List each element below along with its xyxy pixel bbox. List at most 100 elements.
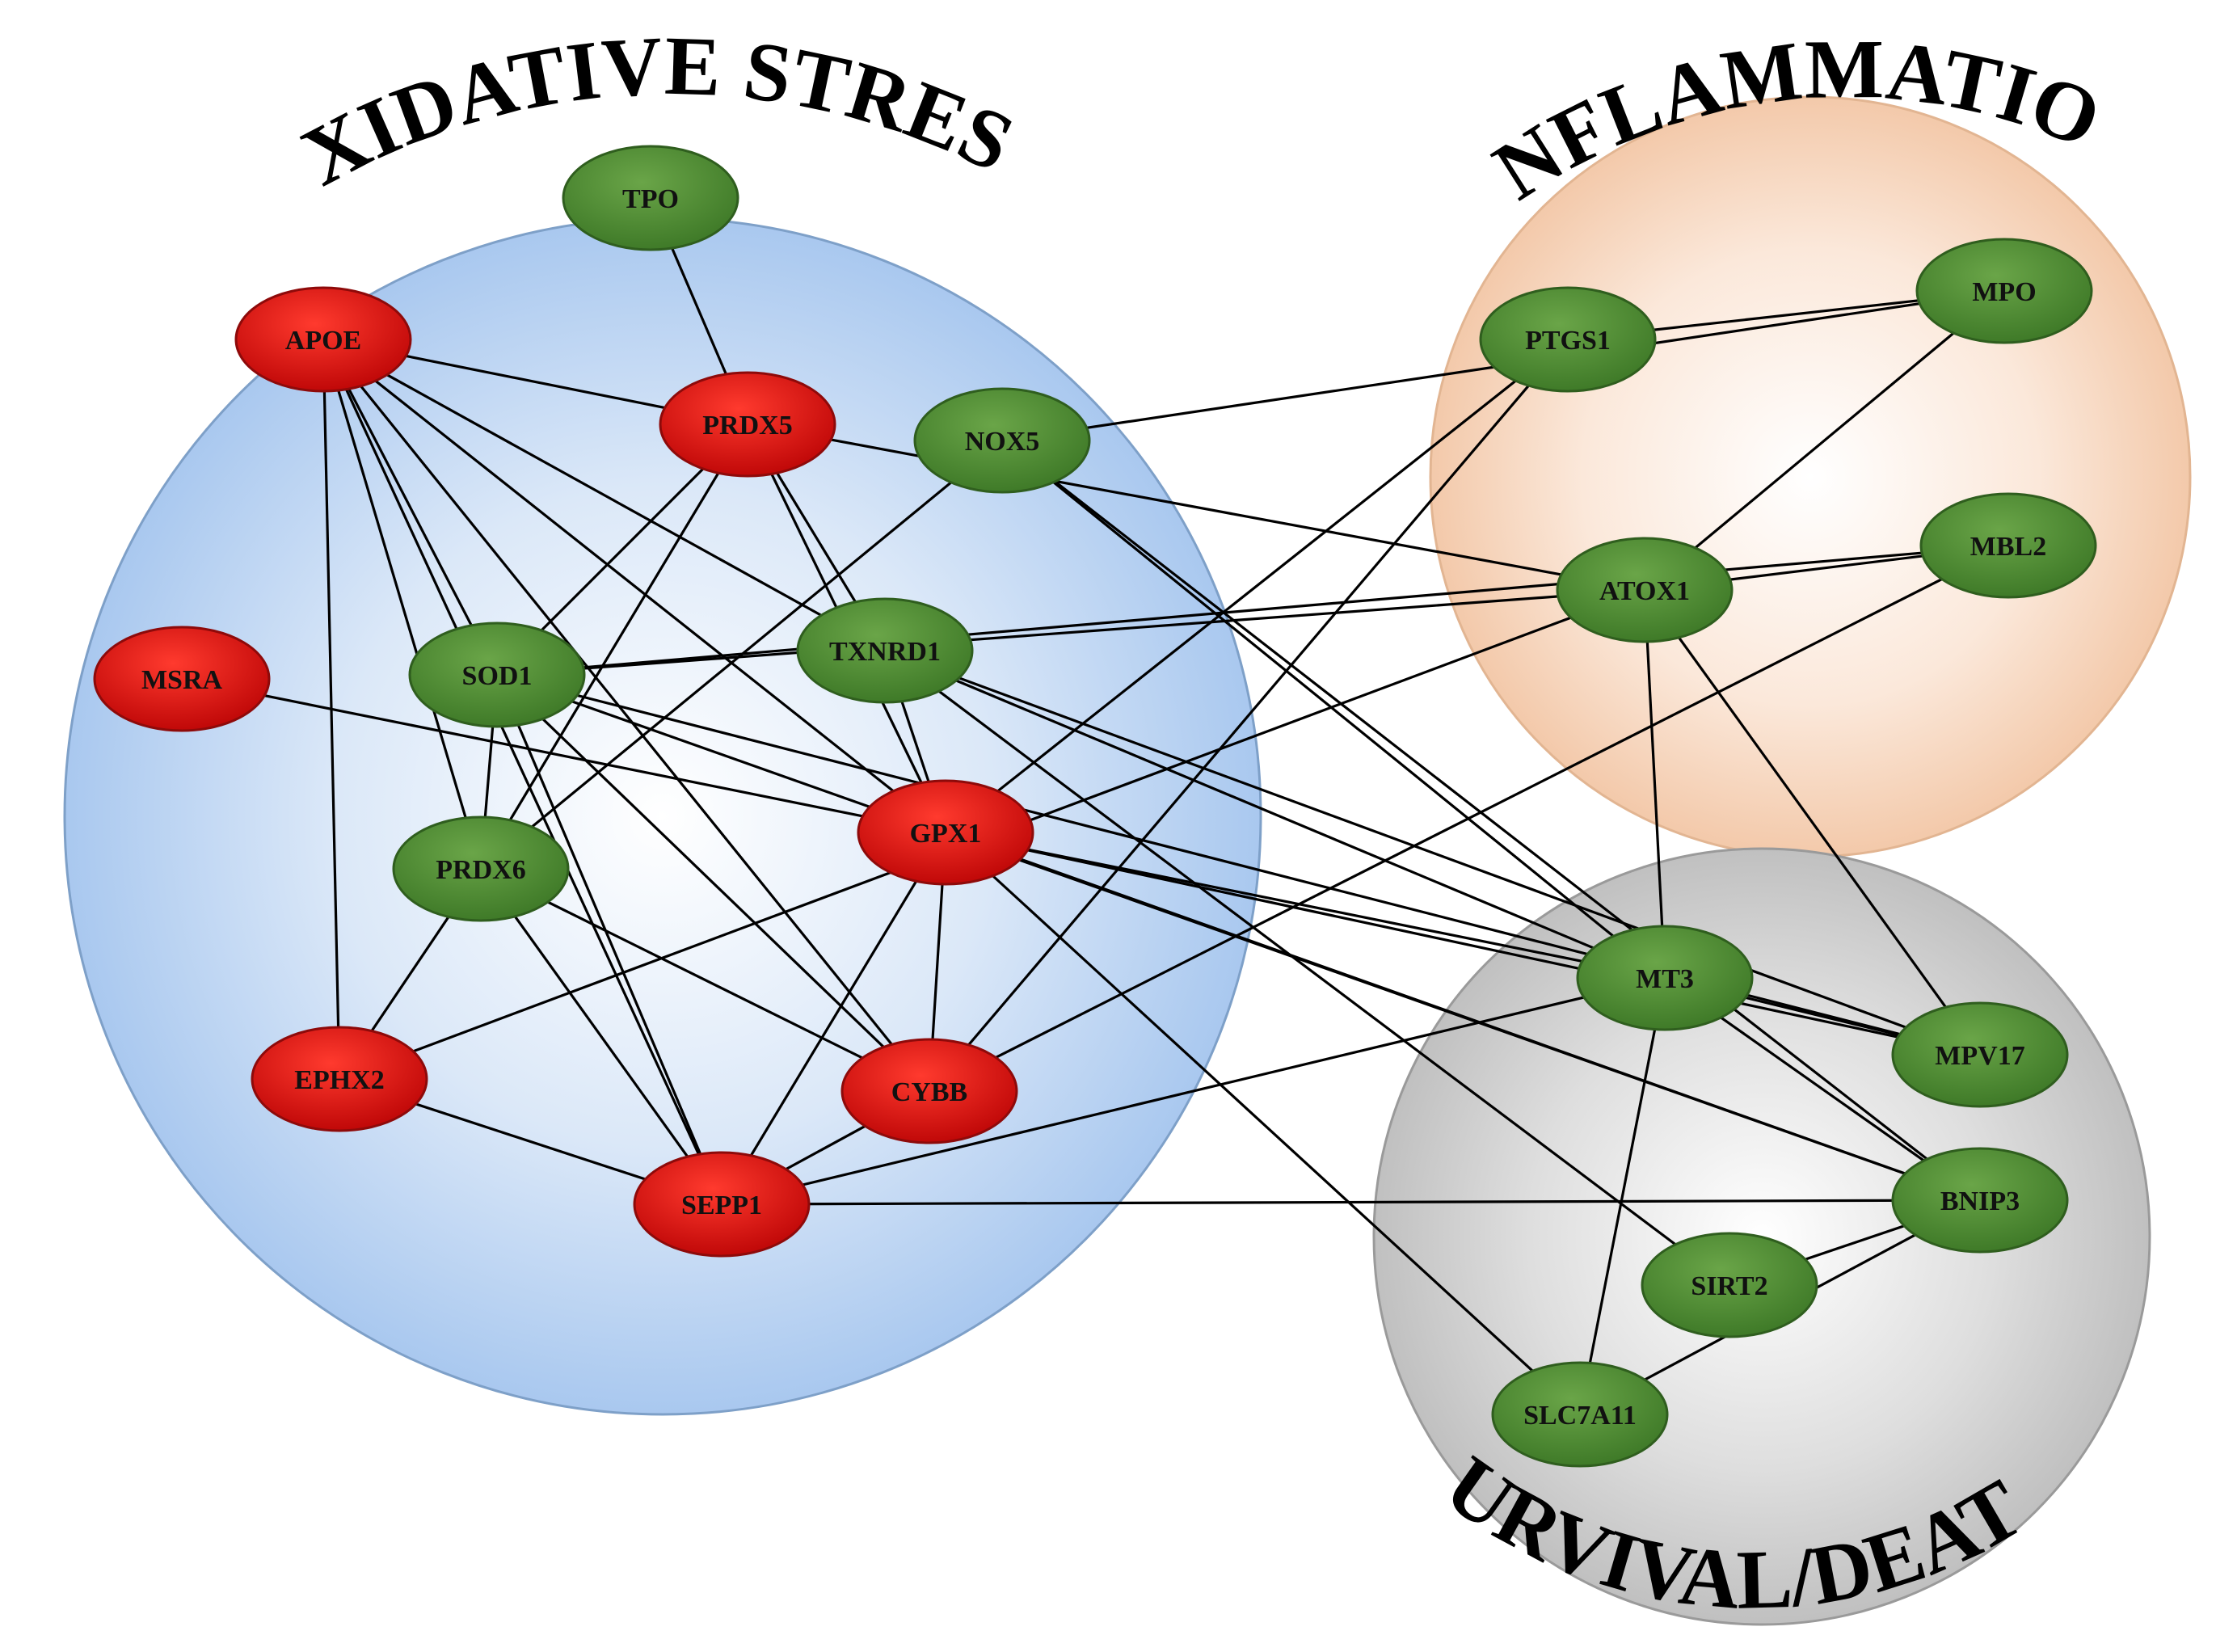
edge-prdx5-atox1 bbox=[747, 423, 1645, 592]
edge-apoe-gpx1 bbox=[322, 338, 946, 834]
node-msra-ellipse bbox=[93, 626, 271, 732]
oxidative-stress-title: OXIDATIVE STRESS bbox=[0, 0, 1027, 204]
edge-atox1-mpv17 bbox=[1643, 589, 1982, 1056]
node-sirt2-ellipse bbox=[1641, 1232, 1818, 1338]
edge-mpo-atox1 bbox=[1643, 289, 2006, 592]
edge-apoe-prdx6 bbox=[322, 339, 482, 870]
node-sepp1-ellipse bbox=[633, 1151, 811, 1258]
edge-txnrd1-sirt2 bbox=[884, 649, 1730, 1287]
node-mbl2-ellipse bbox=[1919, 492, 2097, 599]
node-mbl2-label: MBL2 bbox=[1970, 532, 2046, 562]
edge-sepp1-bnip3 bbox=[721, 1199, 1981, 1206]
node-apoe-ellipse bbox=[234, 286, 412, 393]
edge-gpx1-bnip3 bbox=[945, 831, 1981, 1202]
node-bnip3-label: BNIP3 bbox=[1940, 1186, 2020, 1216]
node-mbl2[interactable]: MBL2 bbox=[1919, 492, 2097, 599]
node-tpo[interactable]: TPO bbox=[562, 145, 739, 251]
node-sirt2[interactable]: SIRT2 bbox=[1641, 1232, 1818, 1338]
node-atox1-ellipse bbox=[1556, 537, 1734, 643]
edge-txnrd1-mpv17 bbox=[884, 649, 1981, 1056]
node-atox1[interactable]: ATOX1 bbox=[1556, 537, 1734, 643]
node-slc7a11-ellipse bbox=[1491, 1361, 1669, 1468]
node-sod1[interactable]: SOD1 bbox=[408, 622, 586, 728]
edge-sod1-sepp1 bbox=[495, 674, 723, 1205]
node-mt3[interactable]: MT3 bbox=[1576, 925, 1754, 1031]
node-sirt2-label: SIRT2 bbox=[1691, 1271, 1767, 1301]
edge-apoe-txnrd1 bbox=[322, 338, 886, 652]
node-ephx2[interactable]: EPHX2 bbox=[251, 1026, 428, 1132]
edge-nox5-bnip3 bbox=[1001, 439, 1981, 1202]
node-prdx5-ellipse bbox=[659, 371, 836, 478]
edge-mt3-slc7a11 bbox=[1578, 977, 1666, 1415]
node-nox5[interactable]: NOX5 bbox=[913, 387, 1091, 494]
node-ptgs1-ellipse bbox=[1479, 286, 1657, 393]
node-tpo-ellipse bbox=[562, 145, 739, 251]
node-gpx1-ellipse bbox=[857, 779, 1034, 886]
edge-prdx6-cybb bbox=[480, 867, 930, 1093]
node-mpv17-ellipse bbox=[1891, 1001, 2069, 1108]
node-prdx6-label: PRDX6 bbox=[436, 855, 525, 885]
node-tpo-label: TPO bbox=[622, 184, 679, 214]
node-nox5-ellipse bbox=[913, 387, 1091, 494]
node-mpo[interactable]: MPO bbox=[1915, 238, 2093, 344]
node-cybb[interactable]: CYBB bbox=[840, 1038, 1018, 1144]
node-prdx6[interactable]: PRDX6 bbox=[392, 815, 570, 922]
edge-sod1-cybb bbox=[495, 673, 931, 1093]
edge-nox5-mt3 bbox=[1001, 439, 1666, 980]
edge-sod1-atox1 bbox=[496, 588, 1645, 676]
node-prdx5[interactable]: PRDX5 bbox=[659, 371, 836, 478]
edge-sod1-mbl2 bbox=[496, 544, 2009, 676]
node-slc7a11[interactable]: SLC7A11 bbox=[1491, 1361, 1669, 1468]
node-ephx2-ellipse bbox=[251, 1026, 428, 1132]
node-sod1-label: SOD1 bbox=[462, 661, 533, 691]
node-atox1-label: ATOX1 bbox=[1599, 576, 1690, 606]
node-sepp1-label: SEPP1 bbox=[681, 1191, 762, 1220]
edge-apoe-sod1 bbox=[322, 339, 499, 676]
node-mpv17[interactable]: MPV17 bbox=[1891, 1001, 2069, 1108]
node-msra[interactable]: MSRA bbox=[93, 626, 271, 732]
node-txnrd1[interactable]: TXNRD1 bbox=[796, 597, 974, 704]
node-apoe[interactable]: APOE bbox=[234, 286, 412, 393]
node-mt3-ellipse bbox=[1576, 925, 1754, 1031]
node-gpx1[interactable]: GPX1 bbox=[857, 779, 1034, 886]
node-cybb-label: CYBB bbox=[891, 1077, 967, 1107]
edge-prdx6-sepp1 bbox=[479, 868, 723, 1205]
node-ptgs1[interactable]: PTGS1 bbox=[1479, 286, 1657, 393]
edge-gpx1-ptgs1 bbox=[945, 338, 1569, 834]
node-mt3-label: MT3 bbox=[1636, 964, 1694, 994]
node-txnrd1-ellipse bbox=[796, 597, 974, 704]
edge-apoe-cybb bbox=[322, 338, 931, 1093]
edge-prdx5-prdx6 bbox=[479, 424, 749, 870]
node-txnrd1-label: TXNRD1 bbox=[829, 637, 941, 667]
node-prdx6-ellipse bbox=[392, 815, 570, 922]
edge-sepp1-mt3 bbox=[721, 976, 1666, 1206]
node-apoe-label: APOE bbox=[285, 326, 361, 356]
edge-gpx1-sepp1 bbox=[720, 832, 947, 1205]
node-bnip3-ellipse bbox=[1891, 1147, 2069, 1254]
edge-layer bbox=[181, 197, 2009, 1416]
node-ptgs1-label: PTGS1 bbox=[1525, 326, 1611, 356]
node-cybb-ellipse bbox=[840, 1038, 1018, 1144]
edge-atox1-mt3 bbox=[1643, 589, 1666, 979]
node-sepp1[interactable]: SEPP1 bbox=[633, 1151, 811, 1258]
node-mpv17-label: MPV17 bbox=[1935, 1041, 2024, 1071]
node-bnip3[interactable]: BNIP3 bbox=[1891, 1147, 2069, 1254]
edge-cybb-ptgs1 bbox=[928, 338, 1569, 1093]
inflammation-region bbox=[1429, 95, 2192, 858]
node-prdx5-label: PRDX5 bbox=[702, 411, 792, 440]
node-msra-label: MSRA bbox=[141, 665, 223, 695]
edge-cybb-mbl2 bbox=[929, 544, 2009, 1093]
node-nox5-label: NOX5 bbox=[965, 427, 1040, 457]
edge-txnrd1-mt3 bbox=[884, 649, 1666, 980]
node-mpo-label: MPO bbox=[1972, 277, 2036, 307]
node-gpx1-label: GPX1 bbox=[910, 819, 982, 849]
edge-gpx1-slc7a11 bbox=[944, 831, 1582, 1416]
node-slc7a11-label: SLC7A11 bbox=[1523, 1401, 1637, 1431]
node-ephx2-label: EPHX2 bbox=[294, 1065, 384, 1095]
edge-apoe-sepp1 bbox=[322, 339, 723, 1205]
node-mpo-ellipse bbox=[1915, 238, 2093, 344]
node-sod1-ellipse bbox=[408, 622, 586, 728]
